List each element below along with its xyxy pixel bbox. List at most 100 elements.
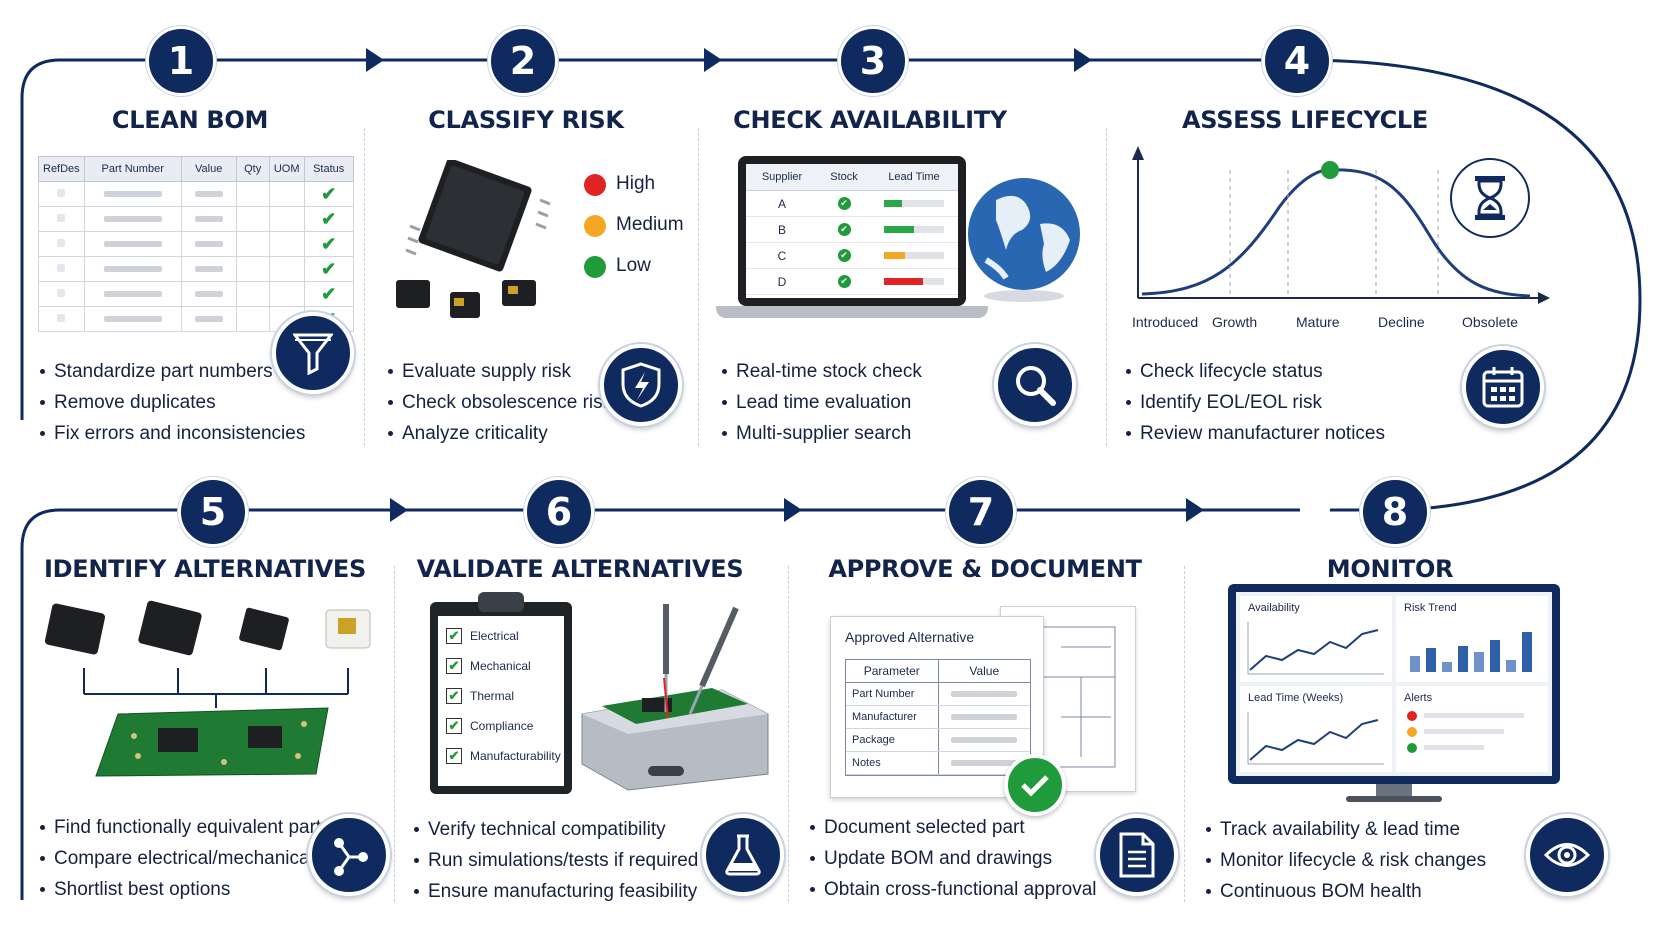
supplier-row: A✔ — [746, 191, 958, 217]
approval-value — [939, 691, 1030, 697]
bom-cell — [38, 281, 85, 307]
step-5-title: IDENTIFY ALTERNATIVES — [44, 555, 366, 583]
checkbox-checked-icon: ✔ — [446, 748, 462, 764]
bom-cell — [180, 181, 237, 207]
supplier-row: D✔ — [746, 269, 958, 295]
bom-row: ✔ — [38, 206, 354, 232]
step-8-title: MONITOR — [1326, 555, 1454, 583]
step-1-title: CLEAN BOM — [111, 106, 269, 134]
supplier-row: C✔ — [746, 243, 958, 269]
bom-cell — [235, 206, 270, 232]
supplier-name: D — [777, 274, 787, 289]
laptop-base — [716, 306, 988, 318]
checkbox-checked-icon: ✔ — [446, 658, 462, 674]
funnel-icon — [272, 312, 354, 394]
bom-row: ✔ — [38, 306, 354, 332]
column-separator — [1106, 128, 1107, 446]
approval-header-row: Parameter Value — [846, 660, 1030, 683]
bom-cell — [235, 231, 270, 257]
step-7-number: 7 — [946, 477, 1016, 547]
trend-line — [1247, 622, 1384, 675]
approved-check-icon — [1004, 754, 1066, 816]
bom-cell — [38, 256, 85, 282]
bom-cell — [268, 206, 305, 232]
risk-medium-dot — [584, 215, 606, 237]
lead-time-fill — [884, 200, 902, 207]
bom-row: ✔ — [38, 181, 354, 207]
bom-header: Qty — [235, 156, 270, 182]
step-2-bullets: Evaluate supply risk Check obsolescence … — [386, 356, 612, 449]
bom-cell — [83, 281, 182, 307]
approval-header: Value — [969, 664, 1000, 678]
laptop: Supplier Stock Lead Time A✔B✔C✔D✔ — [738, 156, 966, 306]
value-placeholder — [951, 714, 1018, 720]
alerts-list — [1407, 711, 1524, 753]
checklist-label: Compliance — [470, 719, 534, 733]
bullet: Track availability & lead time — [1204, 814, 1486, 845]
step-1-bullets: Standardize part numbers Remove duplicat… — [38, 356, 305, 449]
bullet: Continuous BOM health — [1204, 876, 1486, 907]
stock-ok-dot: ✔ — [837, 197, 851, 210]
bullet: Remove duplicates — [38, 387, 305, 418]
approval-header: Parameter — [846, 660, 939, 682]
bom-header: Value — [180, 156, 237, 182]
lifecycle-stage-label: Decline — [1378, 314, 1425, 330]
approval-value — [939, 760, 1030, 766]
supplier-name: C — [777, 248, 787, 263]
supplier-name: A — [777, 196, 786, 211]
step-2-title: CLASSIFY RISK — [428, 106, 624, 134]
step-4-bullets: Check lifecycle status Identify EOL/EOL … — [1124, 356, 1385, 449]
status-check-icon: ✔ — [303, 256, 354, 282]
bom-cell — [83, 231, 182, 257]
status-check-icon: ✔ — [303, 181, 354, 207]
lifecycle-curve-chart — [1132, 146, 1550, 304]
step-1-number: 1 — [146, 26, 216, 96]
bullet: Verify technical compatibility — [412, 814, 698, 845]
checklist-item: ✔Manufacturability — [446, 748, 561, 764]
step-2-number: 2 — [488, 26, 558, 96]
step-3-bullets: Real-time stock check Lead time evaluati… — [720, 356, 922, 449]
document-icon — [1096, 814, 1178, 896]
step-4-number: 4 — [1262, 26, 1332, 96]
stock-check-icon: ✔ — [818, 275, 870, 288]
step-6-title: VALIDATE ALTERNATIVES — [416, 555, 744, 583]
lead-time-track — [884, 226, 944, 233]
bom-row: ✔ — [38, 231, 354, 257]
globe-illustration — [968, 178, 1080, 302]
bom-header: Status — [303, 156, 354, 182]
lead-time-track — [884, 278, 944, 285]
approval-param: Notes — [846, 752, 939, 774]
step-5-number: 5 — [178, 477, 248, 547]
approval-row: Part Number — [846, 683, 1030, 706]
flask-icon — [702, 814, 784, 896]
bullet: Obtain cross-functional approval — [808, 874, 1096, 905]
dashboard-panel-title: Lead Time (Weeks) — [1248, 692, 1344, 704]
risk-low-label: Low — [616, 255, 651, 276]
bom-cell — [268, 256, 305, 282]
step-8-number: 8 — [1360, 477, 1430, 547]
bullet: Find functionally equivalent parts — [38, 812, 334, 843]
shield-icon — [600, 344, 682, 426]
value-placeholder — [951, 737, 1018, 743]
bom-row: ✔ — [38, 281, 354, 307]
lead-time-fill — [884, 226, 914, 233]
stock-ok-dot: ✔ — [837, 249, 851, 262]
step-4-title: ASSESS LIFECYCLE — [1182, 106, 1428, 134]
bom-cell — [180, 281, 237, 307]
risk-low-dot — [584, 256, 606, 278]
step-7-bullets: Document selected part Update BOM and dr… — [808, 812, 1096, 905]
bom-header: UOM — [268, 156, 305, 182]
bom-cell — [180, 206, 237, 232]
stock-check-icon: ✔ — [818, 197, 870, 210]
bullet: Update BOM and drawings — [808, 843, 1096, 874]
checkbox-checked-icon: ✔ — [446, 628, 462, 644]
risk-medium-label: Medium — [616, 214, 684, 235]
lead-time-track — [884, 200, 944, 207]
checkbox-checked-icon: ✔ — [446, 718, 462, 734]
bullet: Evaluate supply risk — [386, 356, 612, 387]
column-separator — [788, 566, 789, 902]
dashboard-panel: Lead Time (Weeks) — [1240, 686, 1392, 772]
bullet: Review manufacturer notices — [1124, 418, 1385, 449]
